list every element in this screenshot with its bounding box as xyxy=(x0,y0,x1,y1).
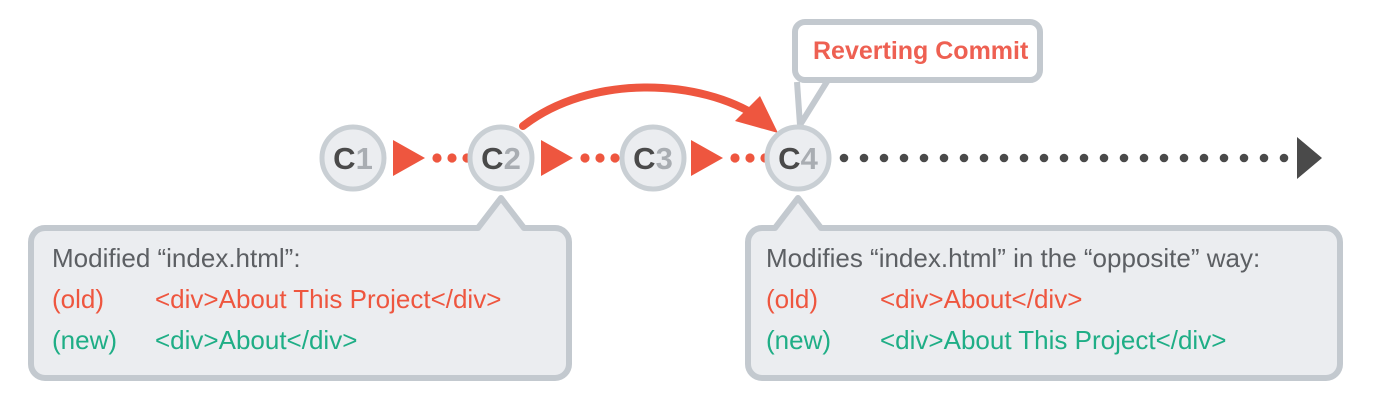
revert-arrowhead-icon xyxy=(735,96,778,133)
commit-label-c2: C2 xyxy=(466,143,536,174)
revert-bubble-box xyxy=(792,19,1043,83)
commit-letter: C xyxy=(633,141,656,176)
callout-c4-old-code: <div>About</div> xyxy=(880,284,1083,314)
callout-c4-new-code: <div>About This Project</div> xyxy=(880,325,1227,355)
commit-letter: C xyxy=(333,141,356,176)
revert-bubble-tail xyxy=(794,78,831,135)
callout-c4-old-tag: (old) xyxy=(766,284,819,314)
commit-number: 2 xyxy=(503,141,521,176)
commit-number: 1 xyxy=(355,141,373,176)
commit-label-c1: C1 xyxy=(318,143,388,174)
callout-c2-shape xyxy=(28,195,572,381)
callout-c2-old-code: <div>About This Project</div> xyxy=(155,284,502,314)
timeline-arrowhead-icon xyxy=(1297,137,1322,179)
arrowhead-left-icon xyxy=(691,140,723,176)
arrowhead-left-icon xyxy=(541,140,573,176)
parent-link-c4-c3 xyxy=(691,140,770,176)
commit-label-c3: C3 xyxy=(618,143,688,174)
callout-c2-title: Modified “index.html”: xyxy=(52,243,301,273)
callout-c2-new-code: <div>About</div> xyxy=(155,325,358,355)
arrowhead-left-icon xyxy=(393,140,425,176)
commit-number: 3 xyxy=(655,141,673,176)
callout-c2-old-tag: (old) xyxy=(52,284,105,314)
commit-number: 4 xyxy=(800,141,818,176)
parent-link-c3-c2 xyxy=(541,140,620,176)
parent-link-c2-c1 xyxy=(393,140,472,176)
revert-bubble-label: Reverting Commit xyxy=(813,37,1029,65)
commit-node-c4[interactable] xyxy=(764,124,832,192)
commit-node-c2[interactable] xyxy=(467,124,535,192)
revert-curved-arrow xyxy=(519,83,764,130)
callout-c4-new-tag: (new) xyxy=(766,325,832,355)
commit-label-c4: C4 xyxy=(763,143,833,174)
timeline-dotted-line xyxy=(839,153,1289,163)
commit-letter: C xyxy=(778,141,801,176)
commit-node-c1[interactable] xyxy=(319,124,387,192)
callout-c2-new-tag: (new) xyxy=(52,325,118,355)
callout-c4-title: Modifies “index.html” in the “opposite” … xyxy=(766,243,1261,273)
callout-c4-shape xyxy=(745,195,1343,381)
commit-letter: C xyxy=(481,141,504,176)
commit-node-c3[interactable] xyxy=(619,124,687,192)
